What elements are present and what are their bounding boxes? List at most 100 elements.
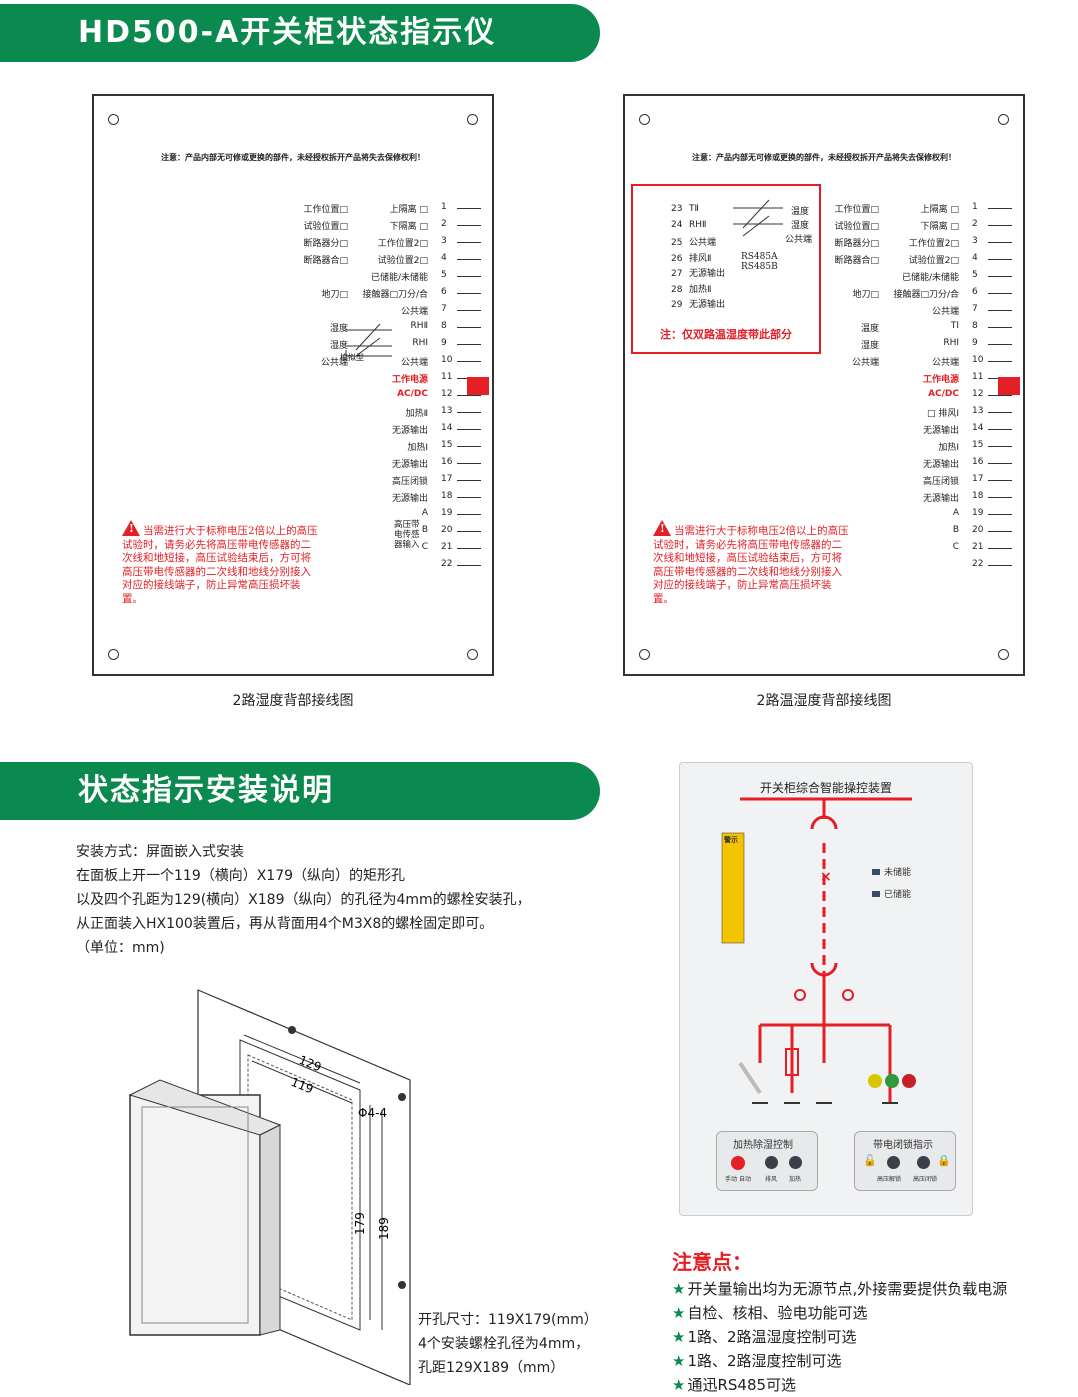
terminal-row: 工作电源 11 xyxy=(94,370,492,387)
fan-label: 排风 xyxy=(765,1176,778,1183)
terminal-wire xyxy=(988,548,1012,549)
star-icon: ★ xyxy=(672,1304,686,1322)
terminal-label-outer: 工作位置□ xyxy=(834,205,879,215)
terminal-number: 4 xyxy=(972,253,978,263)
fan-button[interactable] xyxy=(765,1156,778,1169)
terminal-label: 公共端 xyxy=(931,307,959,317)
terminal-row: 断路器分□工作位置2□3 xyxy=(94,234,492,251)
note-item: ★通迅RS485可选 xyxy=(672,1373,1007,1397)
note-text: 开关量输出均为无源节点,外接需要提供负载电源 xyxy=(687,1280,1008,1298)
hv-sensor-label: 高压带电传感器输入 xyxy=(394,520,420,550)
terminal-label: □ 排风Ⅰ xyxy=(926,409,959,419)
terminal-number: 20 xyxy=(972,525,984,535)
terminal-label: 加热Ⅰ xyxy=(407,443,428,453)
svg-text:×: × xyxy=(820,869,832,885)
heating-control-title: 加热除湿控制 xyxy=(733,1140,793,1151)
terminal-wire xyxy=(988,242,1012,243)
device-face xyxy=(141,1106,249,1324)
extension-terminal-number: 25 xyxy=(671,238,683,248)
ext-right-label: 温度 xyxy=(791,207,810,217)
note-item: ★自检、核相、验电功能可选 xyxy=(672,1301,1007,1325)
extension-terminal-number: 29 xyxy=(671,300,683,310)
terminal-row: 22 xyxy=(625,557,1023,574)
extension-terminal-number: 24 xyxy=(671,219,683,230)
hv-test-warning: 当需进行大于标称电压2倍以上的高压试验时，请务必先将高压带电传感器的二次线和地短… xyxy=(122,520,318,606)
terminal-number: 9 xyxy=(441,338,447,348)
terminal-label: 已储能/未储能 xyxy=(370,273,428,283)
terminal-number: 2 xyxy=(972,219,978,229)
terminal-number: 16 xyxy=(972,457,984,467)
terminal-number: 14 xyxy=(972,423,984,433)
cutout-size-info: 开孔尺寸：119X179(mm） 4个安装螺栓孔径为4mm， 孔距129X189… xyxy=(418,1308,598,1380)
terminal-number: 9 xyxy=(972,338,978,348)
terminal-number: 12 xyxy=(972,389,984,399)
terminal-wire xyxy=(988,412,1012,413)
terminal-label-outer: 湿度 xyxy=(860,341,879,351)
terminal-number: 1 xyxy=(972,202,978,212)
heater-button[interactable] xyxy=(789,1156,802,1169)
terminal-wire xyxy=(457,293,481,294)
cutout-inner xyxy=(247,1054,353,1321)
terminal-number: 18 xyxy=(441,491,453,501)
mode-label: 手动 自动 xyxy=(725,1174,751,1183)
terminal-label: C xyxy=(952,542,959,552)
device-panel: 开关柜综合智能操控装置 × xyxy=(679,762,973,1216)
terminal-number: 11 xyxy=(441,372,453,382)
terminal-label: 已储能/未储能 xyxy=(901,273,959,283)
terminal-number: 16 xyxy=(441,457,453,467)
unlock-indicator xyxy=(887,1156,900,1169)
terminal-number: 22 xyxy=(441,559,453,569)
extension-terminal-label: RHⅡ xyxy=(689,219,707,230)
sensor-symbol xyxy=(345,323,392,357)
extension-terminal-label: 加热Ⅱ xyxy=(689,284,712,295)
terminal-label: 工作电源 xyxy=(922,375,959,385)
terminal-wire xyxy=(988,310,1012,311)
warning-text: 当需进行大于标称电压2倍以上的高压试验时，请务必先将高压带电传感器的二次线和地短… xyxy=(653,525,849,605)
terminal-label: 上隔离 □ xyxy=(389,205,428,215)
notes-section: 注意点： ★开关量输出均为无源节点,外接需要提供负载电源★自检、核相、验电功能可… xyxy=(672,1246,1007,1397)
terminal-wire xyxy=(457,446,481,447)
rs485b-label: RS485B xyxy=(741,262,778,272)
terminal-wire xyxy=(988,531,1012,532)
mode-button[interactable] xyxy=(731,1156,745,1170)
terminal-label: 高压闭锁 xyxy=(922,477,959,487)
screw-icon xyxy=(398,1281,406,1289)
terminal-number: 12 xyxy=(441,389,453,399)
terminal-wire xyxy=(988,276,1012,277)
terminal-number: 17 xyxy=(972,474,984,484)
cutout-line: 孔距129X189（mm） xyxy=(418,1360,565,1376)
cutout-line: 4个安装螺栓孔径为4mm， xyxy=(418,1336,590,1352)
mount-hole xyxy=(108,649,119,660)
terminal-label: 工作电源 xyxy=(391,375,428,385)
left-panel-caption: 2路湿度背部接线图 xyxy=(232,693,354,709)
extension-terminal-row: 24 RHⅡ xyxy=(671,220,706,230)
dim-179: 179 xyxy=(353,1212,367,1235)
extension-terminal-number: 26 xyxy=(671,253,683,264)
terminal-label: 下隔离 □ xyxy=(389,222,428,232)
terminal-label: AC/DC xyxy=(928,389,959,399)
terminal-row: 工作位置□上隔离 □1 xyxy=(625,200,1023,217)
terminal-number: 19 xyxy=(441,508,453,518)
terminal-wire xyxy=(988,344,1012,345)
terminal-label: 公共端 xyxy=(400,358,428,368)
terminal-wire xyxy=(457,480,481,481)
legend-uncharged: 未储能 xyxy=(884,868,912,878)
terminal-label-outer: 公共端 xyxy=(320,358,348,368)
